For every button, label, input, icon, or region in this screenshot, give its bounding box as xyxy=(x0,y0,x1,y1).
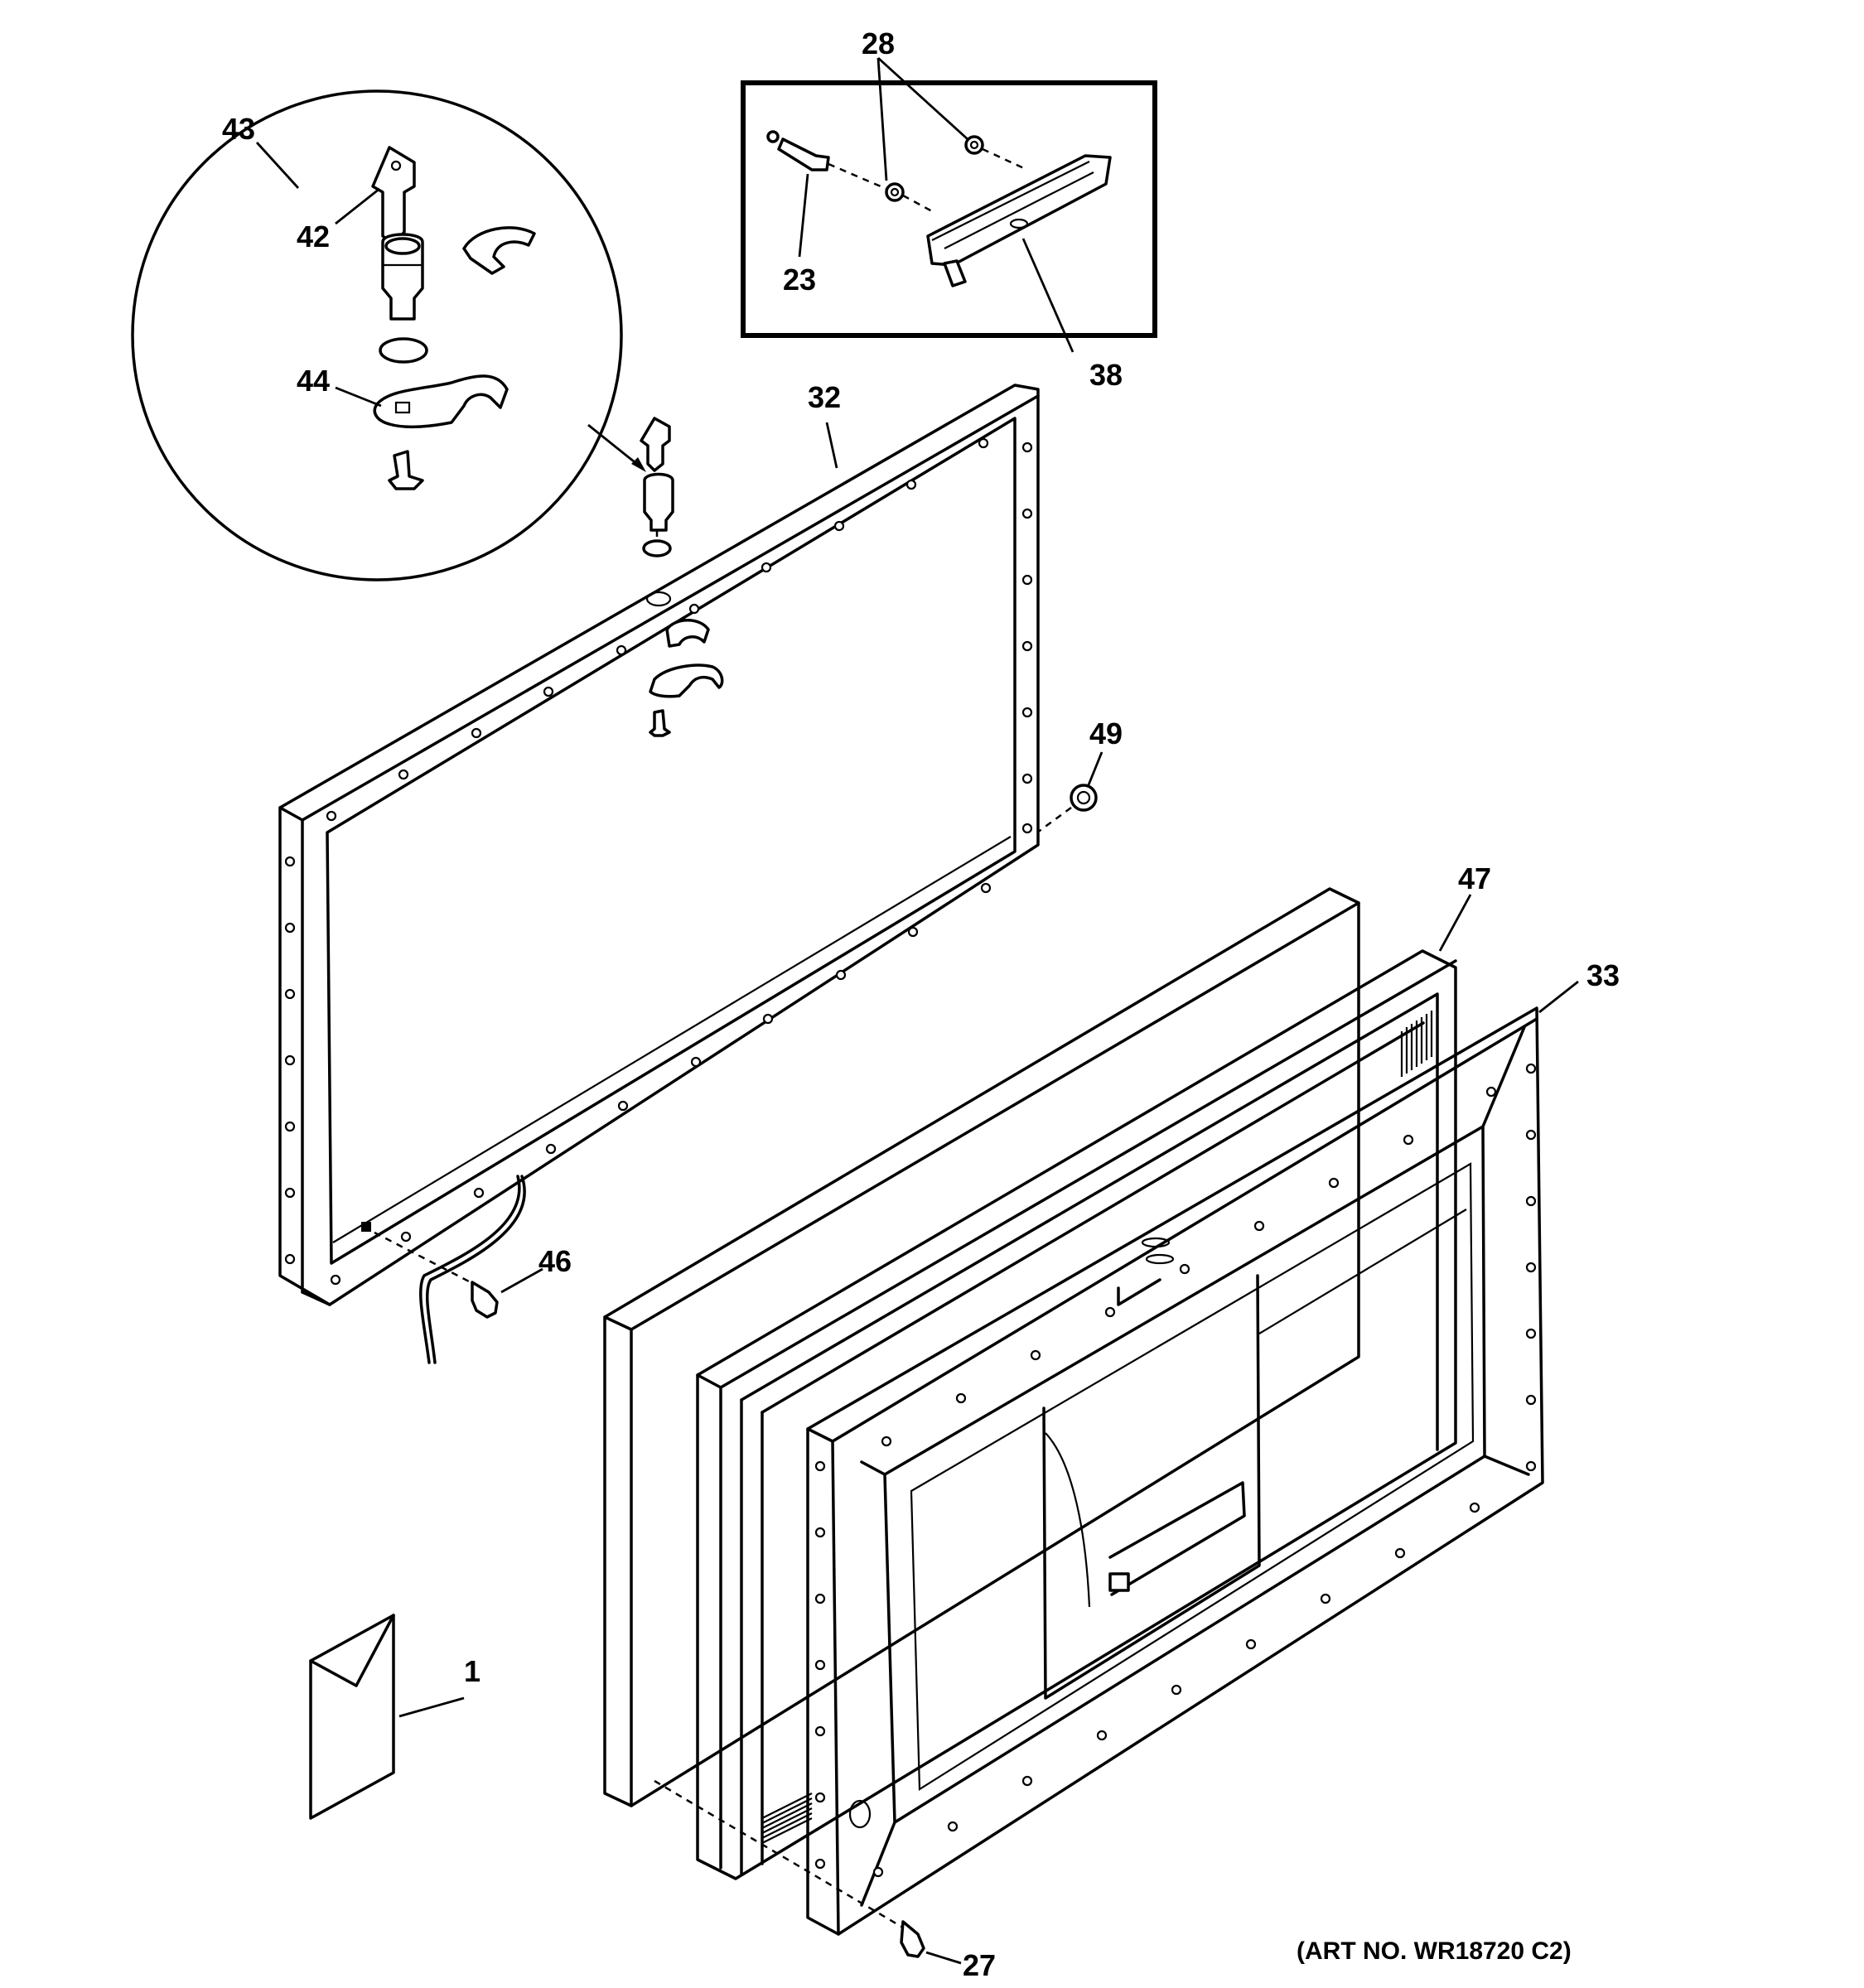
label-23: 23 xyxy=(783,263,816,297)
label-1: 1 xyxy=(464,1654,480,1688)
label-27: 27 xyxy=(963,1948,996,1982)
art-number: (ART NO. WR18720 C2) xyxy=(1297,1937,1572,1965)
frame-screw-holes xyxy=(284,437,1033,1286)
door-liner-33 xyxy=(806,1006,1544,1936)
leader-lines xyxy=(255,56,1579,1965)
gasket-ribs-top xyxy=(1400,1011,1433,1077)
manual-envelope xyxy=(309,1614,395,1820)
label-38: 38 xyxy=(1089,358,1123,392)
lock-detail-circle xyxy=(131,89,623,581)
frame-lock-parts xyxy=(640,417,724,737)
gasket-ribs-bottom xyxy=(761,1793,813,1844)
bushing-49 xyxy=(1036,784,1098,834)
liner-screw-holes xyxy=(814,1063,1537,1878)
label-49: 49 xyxy=(1089,717,1123,750)
label-47: 47 xyxy=(1458,861,1491,895)
gasket-47 xyxy=(696,949,1457,1880)
label-44: 44 xyxy=(297,364,330,398)
label-42: 42 xyxy=(297,220,330,253)
label-32: 32 xyxy=(808,380,841,414)
label-43: 43 xyxy=(222,112,255,146)
label-28: 28 xyxy=(862,27,895,60)
handle-inset-box xyxy=(741,80,1157,338)
door-frame xyxy=(278,384,1040,1364)
detail-leader xyxy=(587,423,643,470)
part-label-group: 43 42 44 28 23 38 32 49 47 33 46 1 27 (A… xyxy=(222,27,1620,1982)
screw-46 xyxy=(374,1231,499,1319)
label-33: 33 xyxy=(1586,958,1620,992)
screw-27 xyxy=(654,1779,925,1958)
label-46: 46 xyxy=(538,1244,572,1278)
insulation-panel xyxy=(603,887,1360,1807)
